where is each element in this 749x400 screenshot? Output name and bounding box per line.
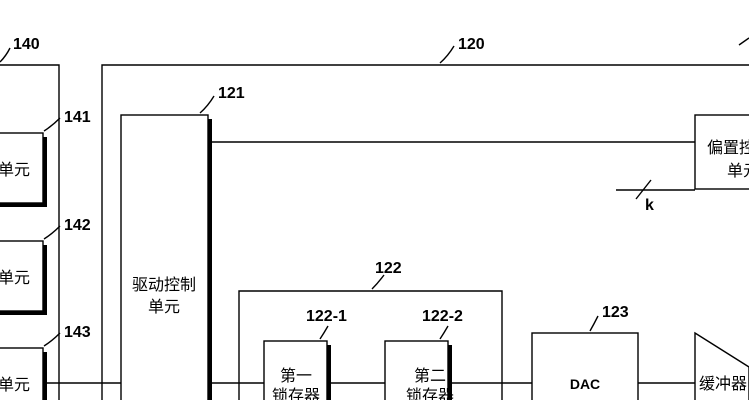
drive-control-box bbox=[120, 114, 209, 400]
unit-143-label: 单元 bbox=[0, 375, 30, 394]
ref-142: 142 bbox=[64, 217, 91, 234]
drive-control-label-2: 单元 bbox=[148, 297, 180, 316]
leader-141 bbox=[43, 117, 61, 132]
k-bus-slash bbox=[635, 179, 652, 200]
leader-142 bbox=[43, 225, 61, 240]
group-120-border bbox=[101, 64, 749, 400]
ref-120: 120 bbox=[458, 36, 485, 53]
ref-143: 143 bbox=[64, 324, 91, 341]
buffer-shape bbox=[694, 331, 749, 400]
leader-140 bbox=[0, 47, 11, 63]
unit-142-label: 单元 bbox=[0, 268, 30, 287]
leader-123 bbox=[589, 315, 599, 332]
bias-control-label-2: 单元 bbox=[727, 161, 749, 180]
unit-143-box bbox=[0, 347, 44, 400]
ref-122-2: 122-2 bbox=[422, 308, 463, 325]
unit-141-label: 单元 bbox=[0, 160, 30, 179]
bias-control-box bbox=[694, 114, 749, 190]
group-122-border bbox=[238, 290, 503, 400]
dac-box bbox=[531, 332, 639, 400]
drive-control-label-1: 驱动控制 bbox=[132, 275, 196, 294]
latch-1-label-2: 锁存器 bbox=[272, 386, 320, 400]
latch-2-label-1: 第二 bbox=[414, 366, 446, 385]
bias-control-label-1: 偏置控 bbox=[707, 138, 749, 157]
dac-label: DAC bbox=[570, 376, 600, 392]
buffer-label: 缓冲器 bbox=[699, 374, 747, 393]
ref-121: 121 bbox=[218, 85, 245, 102]
leader-143 bbox=[43, 332, 61, 347]
leader-122-1 bbox=[319, 325, 329, 340]
unit-141-box bbox=[0, 132, 44, 204]
leader-120 bbox=[439, 45, 455, 64]
leader-122 bbox=[371, 274, 385, 290]
ref-123: 123 bbox=[602, 304, 629, 321]
unit-142-box bbox=[0, 240, 44, 312]
latch-1-box bbox=[263, 340, 328, 400]
leader-122-2 bbox=[439, 325, 449, 340]
ref-122-1: 122-1 bbox=[306, 308, 347, 325]
ref-k: k bbox=[645, 197, 654, 214]
ref-140: 140 bbox=[13, 36, 40, 53]
latch-2-box bbox=[384, 340, 449, 400]
group-140-border bbox=[0, 64, 60, 400]
ref-141: 141 bbox=[64, 109, 91, 126]
ref-122: 122 bbox=[375, 260, 402, 277]
leader-121 bbox=[199, 95, 215, 114]
leader-120-right bbox=[738, 37, 749, 46]
latch-1-label-1: 第一 bbox=[280, 366, 312, 385]
latch-2-label-2: 锁存器 bbox=[406, 386, 454, 400]
